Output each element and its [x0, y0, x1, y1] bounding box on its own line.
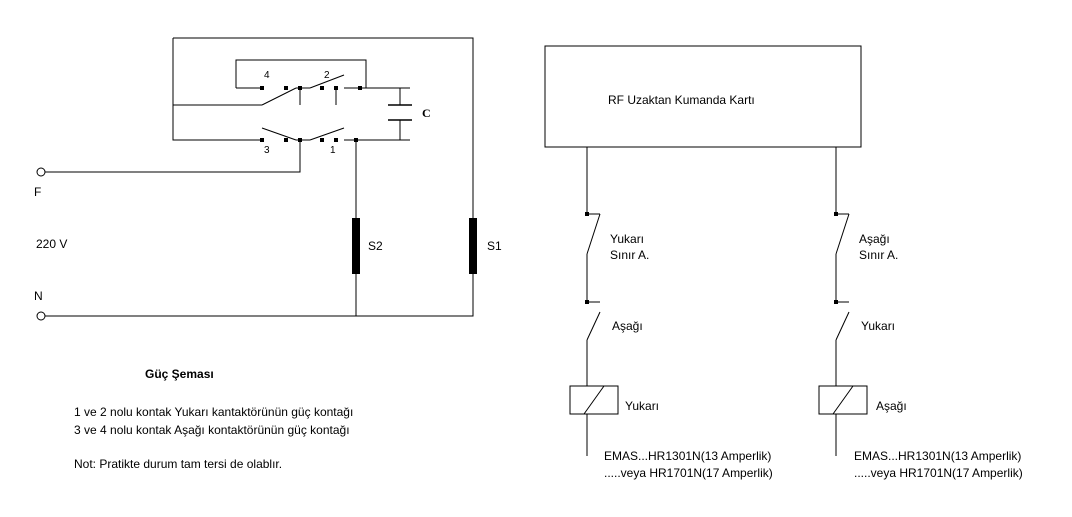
contact-dot	[334, 138, 338, 142]
voltage-label: 220 V	[36, 237, 67, 251]
contact-dot	[298, 138, 302, 142]
coil-box	[818, 385, 868, 415]
power-circuit	[45, 37, 474, 317]
power-diagram-title: Güç Şeması	[145, 367, 214, 381]
coil-slash	[583, 385, 605, 415]
note-line-1: 1 ve 2 nolu kontak Yukarı kantaktörünün …	[74, 405, 353, 419]
contact-dot	[260, 138, 264, 142]
contact-dot	[284, 138, 288, 142]
s2-label: S2	[368, 239, 383, 253]
left-model-line-2: .....veya HR1701N(17 Amperlik)	[604, 466, 773, 480]
upper-loop-wire	[235, 59, 367, 88]
rf-remote-card-box	[544, 45, 862, 148]
outer-frame-wire	[45, 37, 474, 317]
contact-dot	[334, 86, 338, 90]
note-line-3: Not: Pratikte durum tam tersi de olablır…	[74, 457, 282, 471]
contact-2-blade	[309, 74, 345, 89]
capacitor-label: C	[422, 106, 431, 120]
contact-1-blade	[309, 127, 345, 141]
interlock-blade	[586, 311, 601, 341]
contact-4-blade	[261, 87, 297, 106]
s1-label: S1	[487, 239, 502, 253]
right-model-line-2: .....veya HR1701N(17 Amperlik)	[854, 466, 1023, 480]
contact-label-1: 1	[330, 145, 336, 156]
contact-3-blade	[261, 127, 297, 141]
phase-label: F	[34, 185, 41, 199]
phase-wire	[45, 140, 301, 173]
limit-switch-dot	[585, 212, 589, 216]
contact-dot	[298, 86, 302, 90]
left-model-line-1: EMAS...HR1301N(13 Amperlik)	[604, 449, 771, 463]
limit-switch-blade	[586, 213, 601, 255]
contact-label-2: 2	[324, 70, 330, 81]
contact-dot	[320, 138, 324, 142]
contact-dot	[354, 138, 358, 142]
contact-dot	[284, 86, 288, 90]
left-limit-label-2: Sınır A.	[610, 248, 649, 262]
contact-dot	[358, 86, 362, 90]
left-coil-label: Yukarı	[625, 399, 659, 413]
neutral-terminal	[36, 311, 46, 321]
interlock-blade	[835, 311, 850, 341]
contact-label-4: 4	[264, 70, 270, 81]
right-limit-label-1: Aşağı	[859, 232, 890, 246]
limit-switch-dot	[834, 212, 838, 216]
interlock-dot	[834, 300, 838, 304]
right-interlock-label: Yukarı	[861, 319, 895, 333]
limit-switch-blade	[835, 213, 850, 255]
rf-remote-card-label: RF Uzaktan Kumanda Kartı	[608, 93, 755, 107]
coil-slash	[832, 385, 854, 415]
contact-dot	[260, 86, 264, 90]
coil-box	[569, 385, 619, 415]
winding-s1	[469, 218, 477, 274]
frame-left-wire	[172, 38, 262, 141]
capacitor-c	[388, 104, 412, 121]
phase-terminal	[36, 167, 46, 177]
right-limit-label-2: Sınır A.	[859, 248, 898, 262]
power-contact-dots	[260, 86, 362, 142]
winding-s2	[352, 218, 360, 274]
interlock-dot	[585, 300, 589, 304]
right-model-line-1: EMAS...HR1301N(13 Amperlik)	[854, 449, 1021, 463]
control-branch-left	[569, 147, 619, 456]
left-interlock-label: Aşağı	[612, 319, 643, 333]
contact-dot	[320, 86, 324, 90]
left-limit-label-1: Yukarı	[610, 232, 644, 246]
contact-label-3: 3	[264, 145, 270, 156]
note-line-2: 3 ve 4 nolu kontak Aşağı kontaktörünün g…	[74, 423, 350, 437]
right-coil-label: Aşağı	[876, 399, 907, 413]
neutral-label: N	[34, 289, 43, 303]
control-branch-right	[818, 147, 868, 456]
